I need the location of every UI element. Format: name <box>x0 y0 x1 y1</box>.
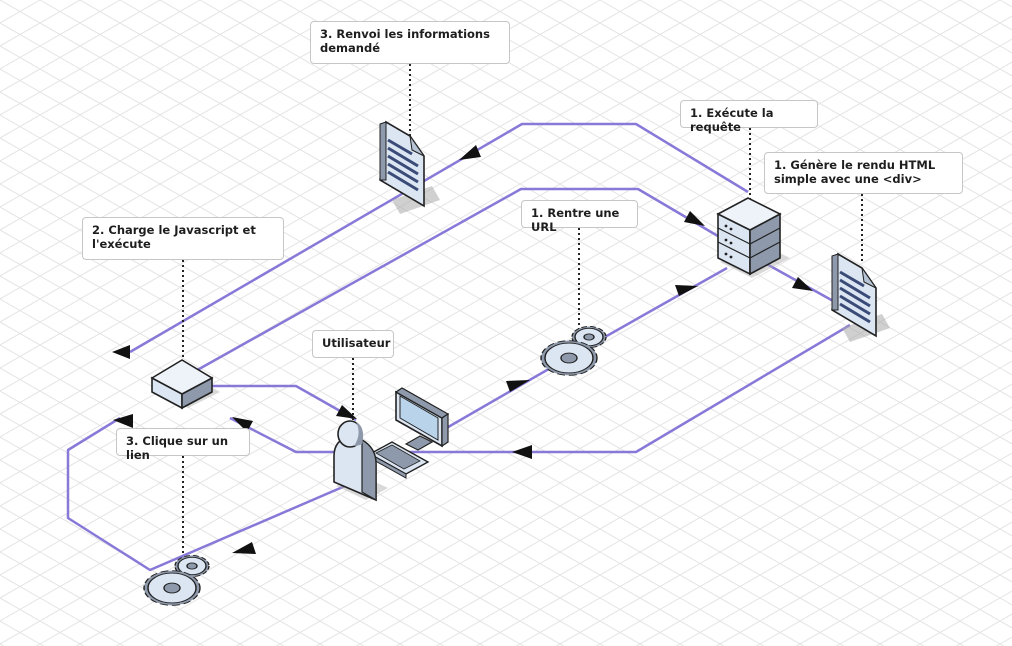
gears-icon <box>540 326 607 376</box>
arrowhead <box>459 145 481 160</box>
callout-text: 3. Clique sur un lien <box>126 434 229 462</box>
monitor-icon <box>394 387 450 451</box>
callout-clique: 3. Clique sur un lien <box>116 428 250 462</box>
arrowheads <box>112 145 813 554</box>
flow-line-doc-return <box>432 323 851 454</box>
arrowhead <box>232 542 256 554</box>
flow-line-client-to-server <box>182 187 836 380</box>
callout-text: 1. Rentre une URL <box>531 206 620 234</box>
callout-genere: 1. Génère le rendu HTML simple avec une … <box>764 152 963 194</box>
arrowhead <box>112 345 130 359</box>
arrowhead <box>512 445 532 459</box>
keyboard-icon <box>368 441 430 479</box>
document-icon <box>831 252 890 342</box>
arrowhead <box>684 211 705 226</box>
flow-line-server-to-client <box>129 122 749 354</box>
arrowhead <box>336 405 357 419</box>
callout-text: 1. Génère le rendu HTML simple avec une … <box>774 158 936 186</box>
callout-execute: 1. Exécute la requête <box>680 100 818 134</box>
callout-text: 1. Exécute la requête <box>690 106 774 134</box>
arrowhead <box>113 414 133 428</box>
browser-box-icon <box>150 359 220 410</box>
user-icon <box>333 420 388 502</box>
callout-utilisateur: Utilisateur <box>312 330 394 358</box>
arrowhead <box>506 380 530 392</box>
callout-text: Utilisateur <box>322 336 391 350</box>
document-icon <box>379 120 440 214</box>
flow-line-click-loop <box>66 416 353 572</box>
callout-text: 3. Renvoi les informations demandé <box>320 27 490 55</box>
callout-renvoi: 3. Renvoi les informations demandé <box>310 21 510 64</box>
arrowhead <box>792 277 813 291</box>
server-icon <box>716 197 790 278</box>
gears-icon <box>143 555 210 606</box>
callout-rentre: 1. Rentre une URL <box>521 200 638 234</box>
callout-text: 2. Charge le Javascript et l'exécute <box>92 223 256 251</box>
arrowhead <box>675 285 698 296</box>
leader-lines <box>182 64 863 555</box>
flow-line-user-link <box>212 384 357 422</box>
callout-charge: 2. Charge le Javascript et l'exécute <box>82 217 284 260</box>
